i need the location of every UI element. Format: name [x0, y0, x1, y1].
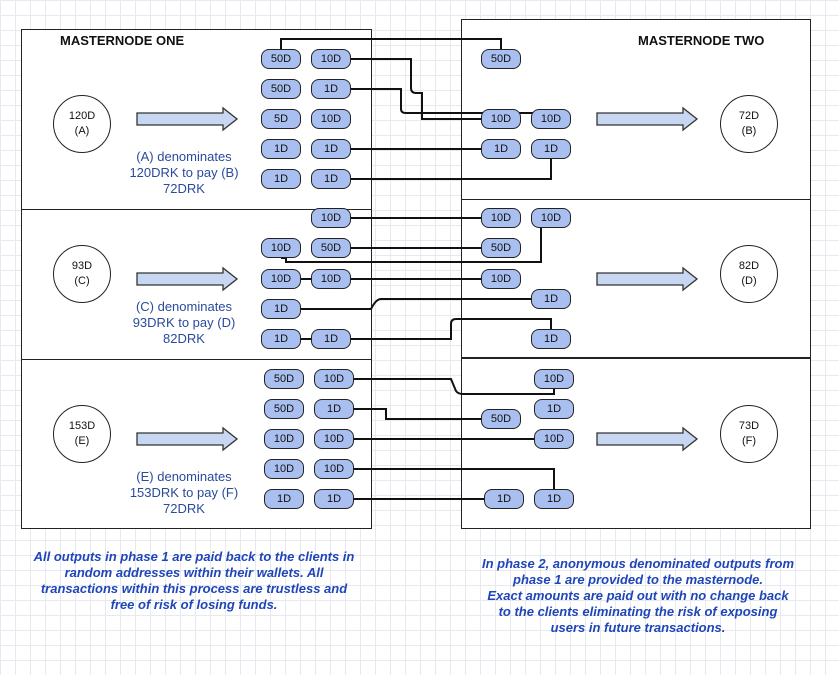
left-pill: 10D — [314, 369, 354, 389]
client-c-amount: 93D — [71, 260, 93, 272]
left-pill: 1D — [314, 489, 354, 509]
desc-line: (A) denominates — [136, 149, 232, 164]
left-pill: 1D — [261, 299, 301, 319]
payee-b-label: (B) — [741, 125, 757, 137]
note-line: All outputs in phase 1 are paid back to … — [33, 549, 355, 564]
desc-line: 72DRK — [163, 181, 205, 196]
left-pill: 1D — [261, 169, 301, 189]
left-pill: 1D — [261, 139, 301, 159]
payee-circle-f: 73D (F) — [720, 405, 778, 463]
left-pill: 10D — [311, 269, 351, 289]
right-pill: 10D — [481, 269, 521, 289]
right-pill: 50D — [481, 238, 521, 258]
right-pill: 10D — [531, 208, 571, 228]
note-line: users in future transactions. — [550, 620, 726, 635]
right-pill: 1D — [531, 329, 571, 349]
desc-line: (C) denominates — [135, 299, 233, 314]
payee-d-label: (D) — [741, 275, 757, 287]
left-pill: 1D — [311, 139, 351, 159]
client-circle-c: 93D (C) — [53, 245, 111, 303]
left-pill: 1D — [261, 329, 301, 349]
left-pill: 10D — [311, 49, 351, 69]
left-pill: 50D — [261, 49, 301, 69]
note-line: In phase 2, anonymous denominated output… — [481, 556, 795, 571]
client-circle-e: 153D (E) — [53, 405, 111, 463]
right-pill: 1D — [531, 289, 571, 309]
desc-line: 93DRK to pay (D) — [132, 315, 236, 330]
left-pill: 1D — [311, 169, 351, 189]
left-pill: 10D — [311, 208, 351, 228]
left-pill: 10D — [314, 459, 354, 479]
desc-line: (E) denominates — [136, 469, 232, 484]
desc-line: 120DRK to pay (B) — [129, 165, 239, 180]
client-c-label: (C) — [74, 275, 90, 287]
note-line: random addresses within their wallets. A… — [64, 565, 324, 580]
payee-d-amount: 82D — [738, 260, 760, 272]
note-line: to the clients eliminating the risk of e… — [498, 604, 778, 619]
client-c-description: (C) denominates 93DRK to pay (D) 82DRK — [104, 299, 264, 347]
left-pill: 10D — [264, 429, 304, 449]
left-pill: 5D — [261, 109, 301, 129]
note-line: free of risk of losing funds. — [110, 597, 278, 612]
client-a-amount: 120D — [68, 110, 96, 122]
left-pill: 1D — [314, 399, 354, 419]
payee-circle-d: 82D (D) — [720, 245, 778, 303]
client-a-description: (A) denominates 120DRK to pay (B) 72DRK — [104, 149, 264, 197]
right-pill: 10D — [481, 109, 521, 129]
left-pill: 10D — [264, 459, 304, 479]
payee-circle-b: 72D (B) — [720, 95, 778, 153]
right-pill: 1D — [534, 489, 574, 509]
right-pill: 1D — [484, 489, 524, 509]
desc-line: 153DRK to pay (F) — [129, 485, 239, 500]
client-e-description: (E) denominates 153DRK to pay (F) 72DRK — [104, 469, 264, 517]
payee-f-label: (F) — [741, 435, 757, 447]
payee-f-amount: 73D — [738, 420, 760, 432]
right-pill: 1D — [534, 399, 574, 419]
client-circle-a: 120D (A) — [53, 95, 111, 153]
note-line: phase 1 are provided to the masternode. — [513, 572, 763, 587]
right-pill: 10D — [531, 109, 571, 129]
right-pill: 10D — [534, 369, 574, 389]
phase-1-note: All outputs in phase 1 are paid back to … — [4, 549, 384, 613]
right-pill: 10D — [481, 208, 521, 228]
left-pill: 1D — [311, 79, 351, 99]
left-pill: 10D — [311, 109, 351, 129]
left-pill: 50D — [261, 79, 301, 99]
client-e-label: (E) — [74, 435, 90, 447]
left-pill: 50D — [311, 238, 351, 258]
left-pill: 10D — [261, 238, 301, 258]
right-pill: 50D — [481, 49, 521, 69]
left-pill: 1D — [264, 489, 304, 509]
left-pill: 1D — [311, 329, 351, 349]
right-pill: 1D — [531, 139, 571, 159]
right-pill: 1D — [481, 139, 521, 159]
payee-b-amount: 72D — [738, 110, 760, 122]
right-pill: 10D — [534, 429, 574, 449]
masternode-one-title: MASTERNODE ONE — [60, 33, 185, 48]
left-pill: 10D — [314, 429, 354, 449]
phase-2-note: In phase 2, anonymous denominated output… — [448, 556, 828, 636]
masternode-two-title: MASTERNODE TWO — [638, 33, 765, 48]
right-pill: 50D — [481, 409, 521, 429]
left-pill: 10D — [261, 269, 301, 289]
left-pill: 50D — [264, 399, 304, 419]
left-pill: 50D — [264, 369, 304, 389]
note-line: Exact amounts are paid out with no chang… — [487, 588, 789, 603]
desc-line: 82DRK — [163, 331, 205, 346]
note-line: transactions within this process are tru… — [40, 581, 348, 596]
client-e-amount: 153D — [68, 420, 96, 432]
client-a-label: (A) — [74, 125, 90, 137]
desc-line: 72DRK — [163, 501, 205, 516]
